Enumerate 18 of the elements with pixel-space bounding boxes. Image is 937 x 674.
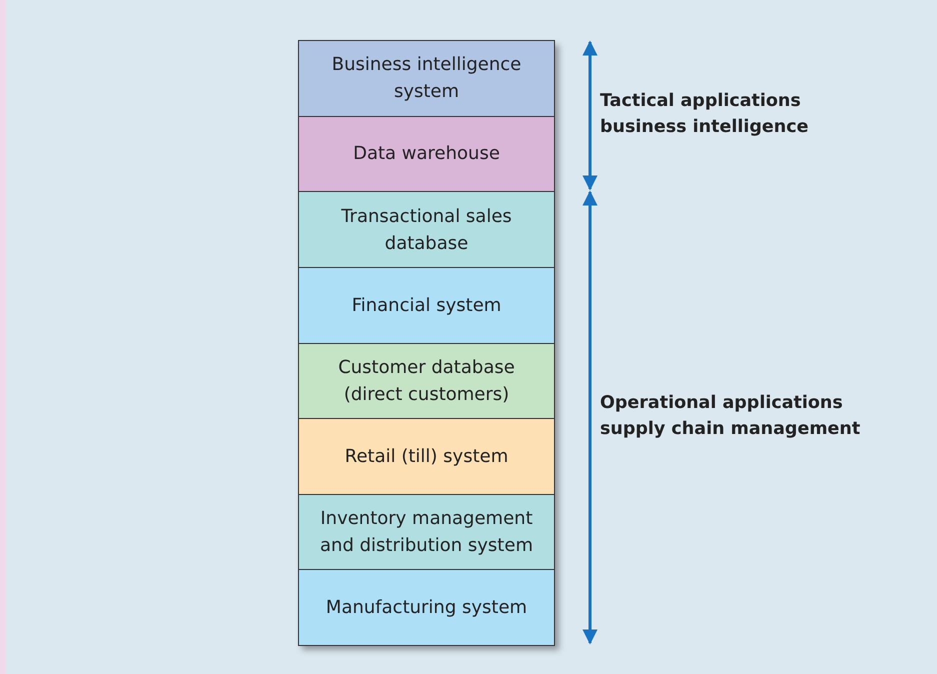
layer-label: Business intelligence system (330, 53, 522, 104)
layer-box (298, 569, 555, 646)
layer-label: Transactional sales database (340, 204, 513, 256)
layer-label: Manufacturing system (324, 596, 528, 620)
layer-box (298, 191, 555, 268)
bracket-label: Operational applications supply chain management (600, 392, 862, 441)
layer-box (298, 266, 555, 344)
layer-label: Data warehouse (352, 142, 501, 166)
layer-label: Inventory management and distribution system (319, 507, 534, 558)
layer-box (298, 418, 555, 495)
bracket-label: Tactical applications business intelligence (600, 90, 810, 139)
layer-label: Retail (till) system (344, 444, 510, 469)
layer-label: Financial system (350, 294, 502, 318)
layer-box (298, 116, 555, 192)
layer-box (298, 40, 555, 117)
layer-box (298, 494, 555, 570)
layer-box (298, 342, 555, 420)
layer-label: Customer database (direct customers) (337, 356, 516, 407)
